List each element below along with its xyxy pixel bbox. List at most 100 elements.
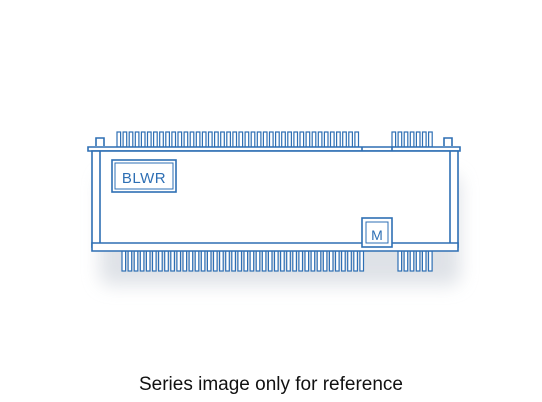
bottom-pin — [164, 250, 169, 272]
top-pin — [275, 131, 280, 148]
top-pin — [165, 131, 171, 148]
bottom-pin — [292, 250, 297, 272]
bottom-pin — [200, 250, 206, 272]
top-pin — [428, 131, 433, 148]
bottom-pin — [194, 250, 200, 272]
bottom-pin — [158, 250, 163, 272]
bottom-pin — [237, 250, 243, 272]
bottom-pin — [427, 250, 433, 272]
bottom-pin — [328, 250, 334, 272]
bottom-pin — [206, 250, 212, 272]
top-pin — [159, 131, 164, 148]
bottom-pin — [212, 250, 218, 272]
bottom-pin — [409, 250, 415, 272]
top-pin — [140, 131, 146, 148]
bottom-pin — [133, 250, 139, 272]
bottom-pin — [127, 250, 133, 272]
bottom-pin — [145, 250, 151, 272]
top-pin — [391, 131, 397, 148]
top-pin — [256, 131, 262, 148]
top-pin — [238, 131, 244, 148]
bottom-pin — [231, 250, 237, 272]
top-pin — [421, 131, 427, 148]
bottom-pin — [255, 250, 261, 272]
bottom-pin — [415, 250, 421, 272]
brand-label: BLWR — [122, 170, 166, 187]
top-pin — [220, 131, 225, 148]
bottom-pin — [188, 250, 194, 272]
top-pin — [287, 131, 292, 148]
top-pin — [207, 131, 213, 148]
top-pin — [195, 131, 201, 148]
key-label: M — [371, 227, 383, 243]
top-pin — [189, 131, 195, 148]
top-pin — [183, 131, 189, 148]
top-pin — [244, 131, 250, 148]
top-pin — [329, 131, 335, 148]
bottom-pin — [316, 250, 322, 272]
bottom-pin — [182, 250, 188, 272]
top-pin — [146, 131, 152, 148]
bottom-pin — [304, 250, 310, 272]
bottom-pin — [397, 250, 403, 272]
bottom-pin — [353, 250, 358, 272]
top-pin — [403, 131, 409, 148]
top-pin — [226, 131, 232, 148]
bottom-pin — [280, 250, 285, 272]
top-pin — [354, 131, 360, 148]
top-pin — [317, 131, 323, 148]
key-notch — [361, 147, 393, 151]
bottom-pin — [151, 250, 157, 272]
bottom-pin — [121, 250, 127, 272]
bottom-pin — [421, 250, 427, 272]
bottom-pin — [298, 250, 304, 272]
bottom-pin — [403, 250, 409, 272]
reference-caption: Series image only for reference — [138, 374, 403, 395]
top-pin — [250, 131, 256, 148]
bottom-pin — [170, 250, 176, 272]
bottom-lip — [91, 242, 459, 252]
top-pin — [128, 131, 134, 148]
bottom-pin — [139, 250, 145, 272]
top-pin — [336, 131, 341, 148]
left-mount-ear — [95, 137, 105, 146]
bottom-pin — [243, 250, 249, 272]
bottom-pin — [310, 250, 316, 272]
top-pin — [415, 131, 421, 148]
bottom-pin — [347, 250, 352, 272]
bottom-pin — [261, 250, 267, 272]
top-pin — [134, 131, 140, 148]
right-mount-ear — [443, 137, 453, 146]
bottom-pin — [341, 250, 346, 272]
bottom-pin — [334, 250, 340, 272]
bottom-pin — [359, 250, 365, 272]
top-pin — [232, 131, 238, 148]
top-pin — [201, 131, 207, 148]
bottom-pin — [273, 250, 279, 272]
top-pin — [348, 131, 353, 148]
top-pin — [397, 131, 403, 148]
top-pins — [116, 131, 433, 148]
top-pin — [342, 131, 347, 148]
bottom-pin — [249, 250, 255, 272]
connector-body — [87, 137, 461, 252]
top-ledge — [87, 146, 461, 152]
bottom-pin — [219, 250, 224, 272]
brand-label-box: BLWR — [111, 159, 177, 193]
top-pin — [171, 131, 177, 148]
bottom-pin — [267, 250, 273, 272]
top-pin — [293, 131, 299, 148]
key-label-box: M — [361, 217, 393, 248]
top-pin — [262, 131, 268, 148]
top-pin — [153, 131, 158, 148]
top-pin — [214, 131, 219, 148]
top-pin — [305, 131, 311, 148]
top-pin — [299, 131, 305, 148]
bottom-pin — [322, 250, 328, 272]
top-pin — [122, 131, 128, 148]
top-pin — [268, 131, 274, 148]
top-pin — [177, 131, 183, 148]
bottom-pin — [225, 250, 230, 272]
